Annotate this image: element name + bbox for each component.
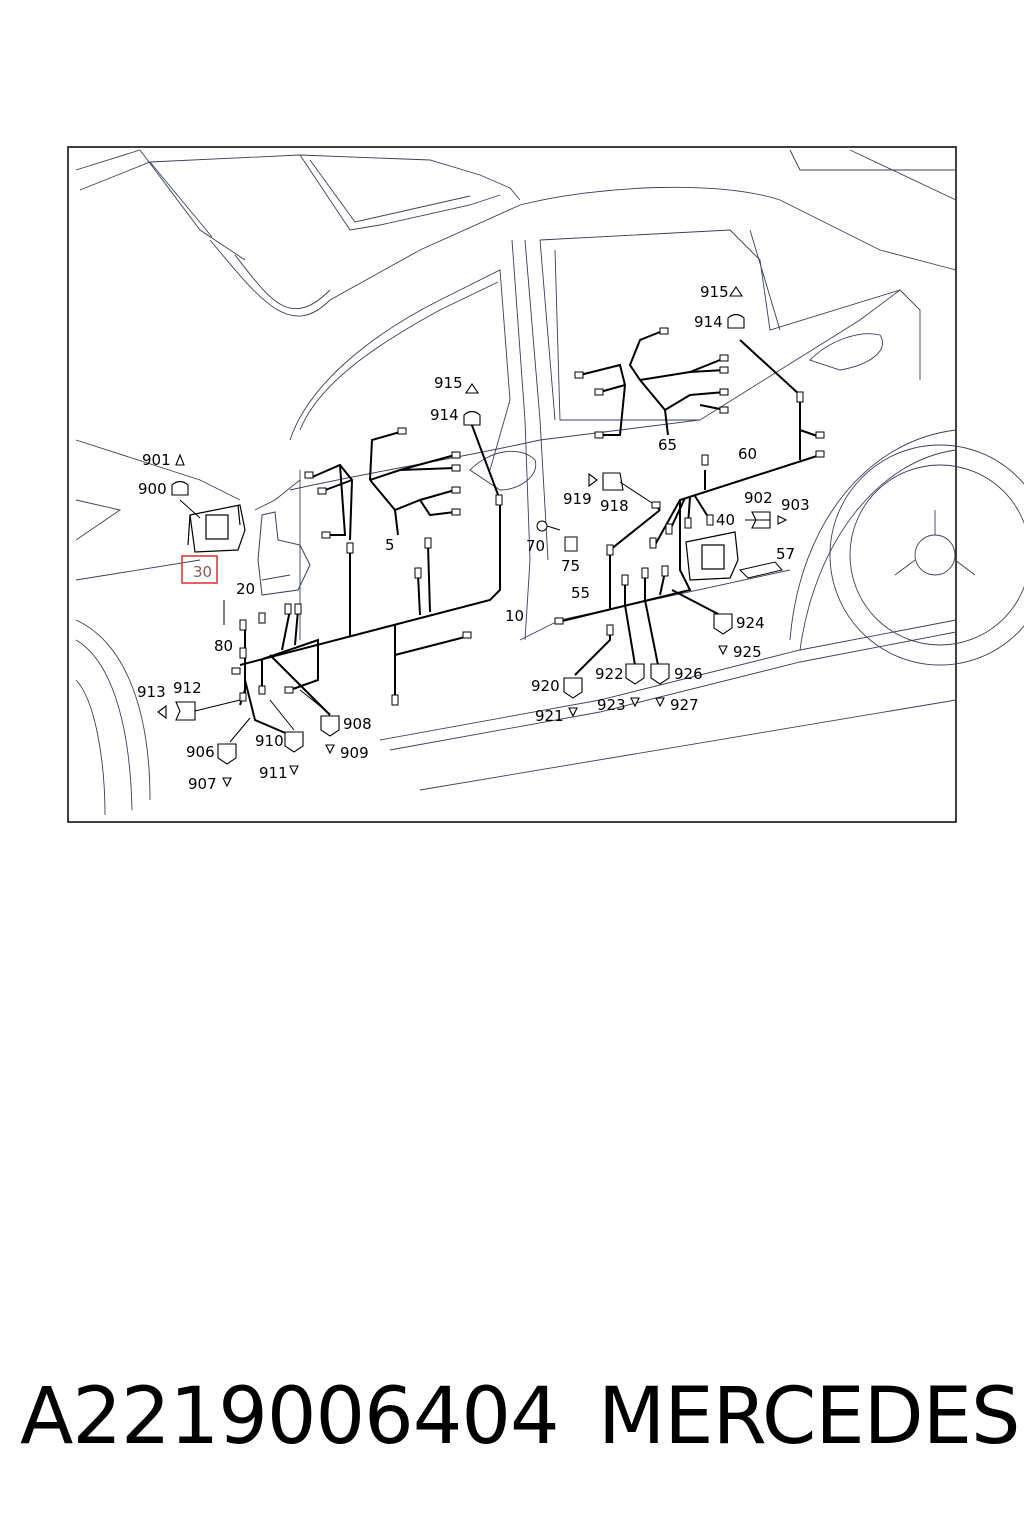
plug-symbols bbox=[157, 286, 788, 788]
label-70: 70 bbox=[526, 537, 545, 555]
label-918: 918 bbox=[600, 497, 629, 515]
label-75: 75 bbox=[561, 557, 580, 575]
label-55: 55 bbox=[571, 584, 590, 602]
label-902: 902 bbox=[744, 489, 773, 507]
label-927: 927 bbox=[670, 696, 699, 714]
label-922: 922 bbox=[595, 665, 624, 683]
brand-caption: MERCEDES bbox=[598, 1372, 1020, 1462]
label-912: 912 bbox=[173, 679, 202, 697]
diagram-border bbox=[67, 146, 957, 823]
label-924: 924 bbox=[736, 614, 765, 632]
highlight-box-30 bbox=[181, 555, 218, 584]
leader-lines bbox=[179, 481, 770, 743]
label-908: 908 bbox=[343, 715, 372, 733]
label-909: 909 bbox=[340, 744, 369, 762]
label-40: 40 bbox=[716, 511, 735, 529]
label-914-rear: 914 bbox=[694, 313, 723, 331]
pad-57 bbox=[739, 561, 783, 579]
label-906: 906 bbox=[186, 743, 215, 761]
label-65: 65 bbox=[658, 436, 677, 454]
label-910: 910 bbox=[255, 732, 284, 750]
part-number-caption: A2219006404 bbox=[20, 1372, 560, 1462]
label-921: 921 bbox=[535, 707, 564, 725]
car-body-outline bbox=[75, 149, 1024, 816]
label-900: 900 bbox=[138, 480, 167, 498]
label-915-front: 915 bbox=[434, 374, 463, 392]
label-901: 901 bbox=[142, 451, 171, 469]
label-914-front: 914 bbox=[430, 406, 459, 424]
label-911: 911 bbox=[259, 764, 288, 782]
label-903: 903 bbox=[781, 496, 810, 514]
label-30: 30 bbox=[193, 563, 212, 581]
connector-stubs bbox=[231, 327, 825, 706]
label-923: 923 bbox=[597, 696, 626, 714]
bracket-20 bbox=[257, 511, 311, 596]
label-907: 907 bbox=[188, 775, 217, 793]
control-module-40 bbox=[685, 531, 739, 581]
label-20: 20 bbox=[236, 580, 255, 598]
label-925: 925 bbox=[733, 643, 762, 661]
control-module-30 bbox=[187, 504, 246, 553]
label-926: 926 bbox=[674, 665, 703, 683]
label-60: 60 bbox=[738, 445, 757, 463]
label-10: 10 bbox=[505, 607, 524, 625]
label-920: 920 bbox=[531, 677, 560, 695]
sensor-70-75 bbox=[536, 520, 578, 552]
label-919: 919 bbox=[563, 490, 592, 508]
callout-labels: 901 900 30 20 80 913 912 906 907 910 911… bbox=[137, 283, 810, 793]
label-80: 80 bbox=[214, 637, 233, 655]
label-915-rear: 915 bbox=[700, 283, 729, 301]
label-5: 5 bbox=[385, 536, 395, 554]
label-57: 57 bbox=[776, 545, 795, 563]
label-913: 913 bbox=[137, 683, 166, 701]
